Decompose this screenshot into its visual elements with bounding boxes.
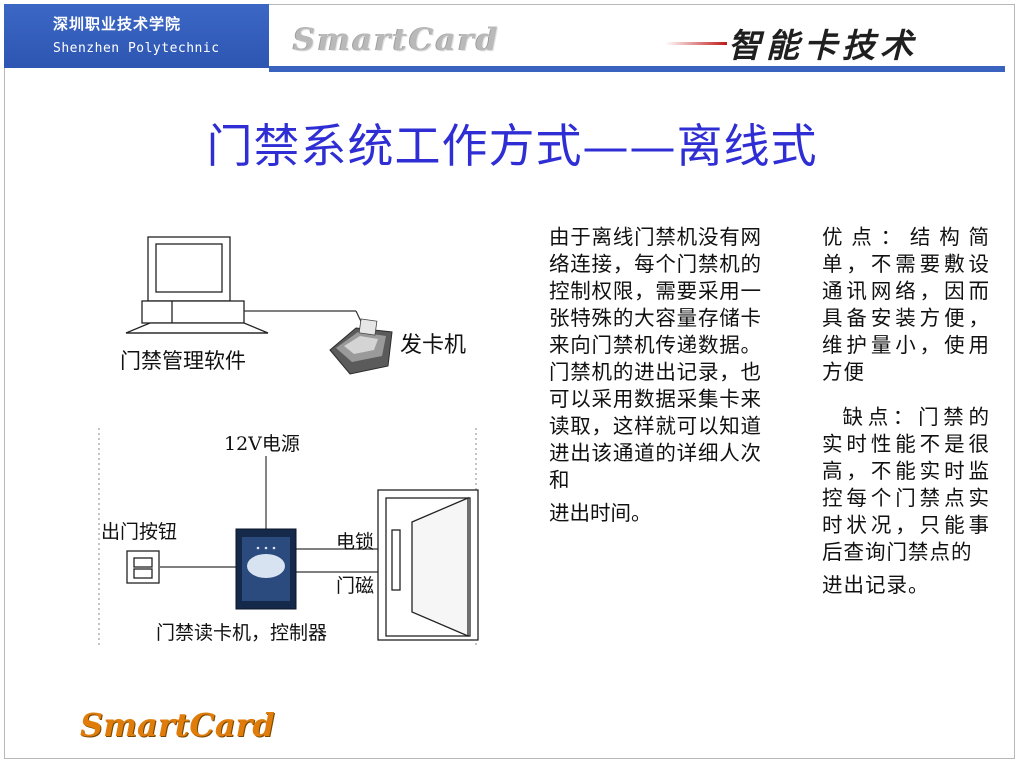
school-name-en: Shenzhen Polytechnic xyxy=(53,41,220,56)
header-rule xyxy=(269,66,1005,72)
header-school-panel: 深圳职业技术学院 Shenzhen Polytechnic xyxy=(4,4,269,68)
power-label: 12V电源 xyxy=(224,433,300,455)
tagline-dash xyxy=(665,42,727,45)
offline-description-last-line: 进出时间。 xyxy=(549,501,652,525)
lock-label: 电锁 xyxy=(336,531,375,553)
controller-label: 门禁读卡机，控制器 xyxy=(156,622,328,644)
pros-cons: 优点：结构简单，不需要敷设通讯网络，因而具备安装方便，维护量小，使用方便 缺点：… xyxy=(822,224,990,599)
computer-label: 门禁管理软件 xyxy=(120,349,246,373)
card-issuer-label: 发卡机 xyxy=(400,333,467,358)
offline-description-paragraph: 由于离线门禁机没有网络连接，每个门禁机的控制权限，需要采用一张特殊的大容量存储卡… xyxy=(549,225,761,492)
exit-button-label: 出门按钮 xyxy=(101,521,178,543)
slide-title: 门禁系统工作方式——离线式 xyxy=(206,119,818,173)
advantages-text: 优点：结构简单，不需要敷设通讯网络，因而具备安装方便，维护量小，使用方便 xyxy=(822,225,990,384)
disadvantages-last-line: 进出记录。 xyxy=(822,573,930,597)
header-tagline: 智能卡技术 xyxy=(728,26,918,65)
offline-description: 由于离线门禁机没有网络连接，每个门禁机的控制权限，需要采用一张特殊的大容量存储卡… xyxy=(549,224,761,527)
disadvantages-text: 缺点：门禁的实时性能不是很高，不能实时监控每个门禁点实时状况，只能事后查询门禁点… xyxy=(822,405,990,564)
smartcard-wordmark: SmartCard xyxy=(293,22,500,58)
slide-frame xyxy=(4,4,1015,759)
door-magnet-label: 门磁 xyxy=(336,575,375,597)
school-name-cn: 深圳职业技术学院 xyxy=(53,15,182,33)
footer-brand: SmartCard xyxy=(80,706,275,744)
